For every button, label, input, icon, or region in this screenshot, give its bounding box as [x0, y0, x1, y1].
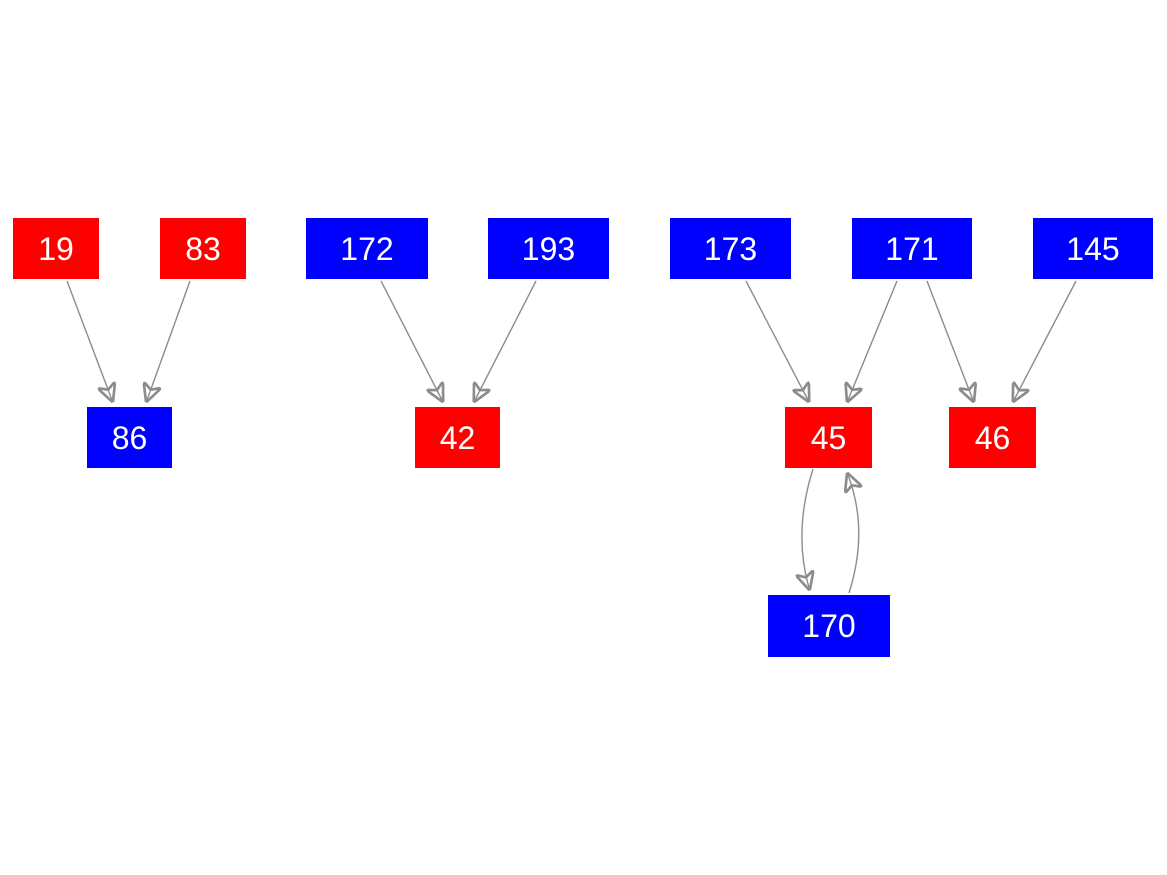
node-42[interactable]: 42 — [415, 407, 500, 468]
edge-171-45 — [848, 280, 898, 400]
node-145[interactable]: 145 — [1033, 218, 1153, 279]
node-45[interactable]: 45 — [785, 407, 872, 468]
edge-170-45 — [848, 475, 859, 594]
edge-171-46 — [926, 280, 973, 400]
node-83[interactable]: 83 — [160, 218, 246, 279]
edge-19-86 — [66, 280, 112, 400]
node-19[interactable]: 19 — [13, 218, 99, 279]
node-170[interactable]: 170 — [768, 595, 890, 657]
edge-45-170 — [802, 468, 813, 588]
edge-145-46 — [1014, 280, 1077, 400]
node-46[interactable]: 46 — [949, 407, 1036, 468]
edge-83-86 — [147, 280, 191, 400]
edge-173-45 — [745, 280, 808, 400]
edge-172-42 — [380, 280, 442, 400]
node-172[interactable]: 172 — [306, 218, 428, 279]
node-193[interactable]: 193 — [488, 218, 609, 279]
node-86[interactable]: 86 — [87, 407, 172, 468]
node-171[interactable]: 171 — [852, 218, 972, 279]
edge-193-42 — [475, 280, 537, 400]
node-173[interactable]: 173 — [670, 218, 791, 279]
